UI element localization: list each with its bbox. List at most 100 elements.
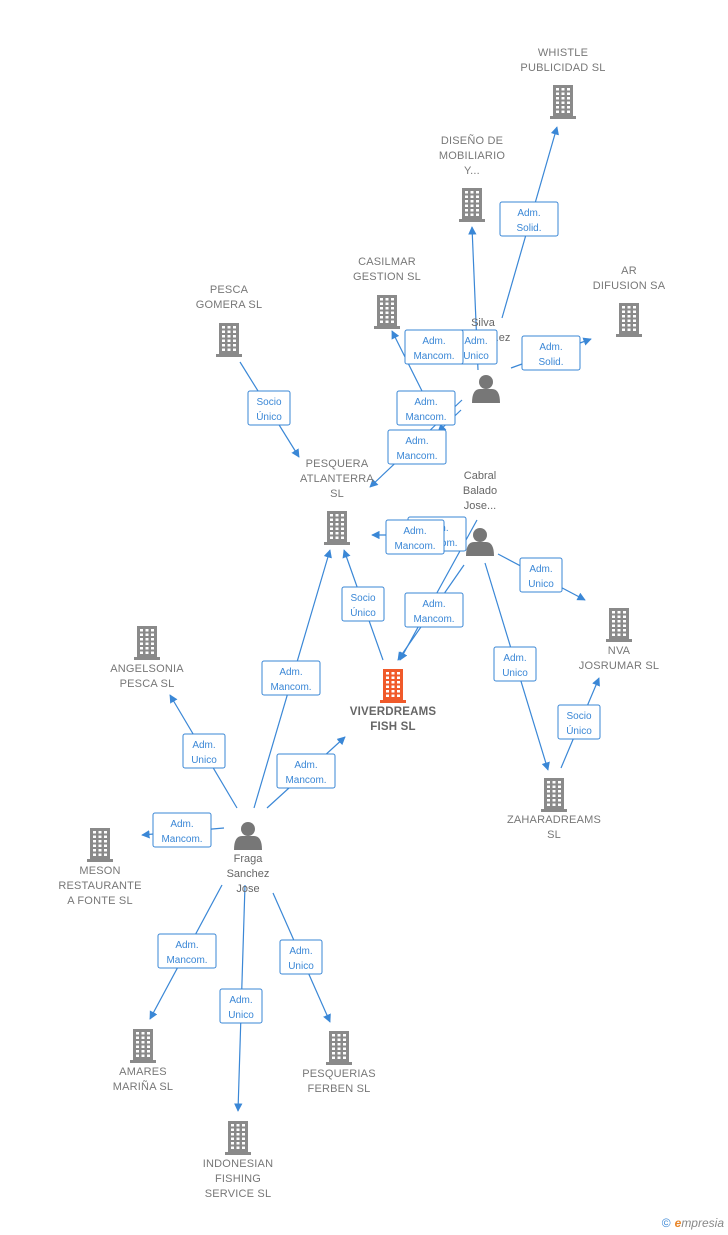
role-label-r-cabral-nva: Adm. Unico — [519, 557, 563, 593]
role-text: Socio — [566, 711, 591, 722]
company-label: ZAHARADREAMS — [507, 814, 601, 826]
role-box — [557, 704, 601, 740]
company-label: FISH SL — [370, 721, 416, 733]
building-icon — [324, 511, 350, 545]
role-text: Adm. — [170, 819, 193, 830]
role-label-r-cabral-zah: Adm.Unico — [493, 646, 537, 682]
building-icon — [616, 303, 642, 337]
person-icon — [466, 528, 494, 556]
role-box — [387, 429, 447, 465]
role-label-r-casilmar: Adm.Mancom. — [404, 329, 464, 365]
role-text: Adm. — [403, 526, 426, 537]
brand-watermark: ©empresia — [662, 1216, 724, 1230]
building-icon — [130, 1029, 156, 1063]
role-text: Adm. — [175, 940, 198, 951]
role-text: Adm. — [464, 336, 487, 347]
role-box — [279, 939, 323, 975]
building-icon — [87, 828, 113, 862]
role-label-r-fraga-ferben: Adm.Unico — [279, 939, 323, 975]
role-text: Adm. — [517, 208, 540, 219]
company-label: GOMERA SL — [196, 299, 263, 311]
role-label-r-fraga-meson: Adm.Mancom. — [152, 812, 212, 848]
company-label: PESCA — [210, 284, 249, 296]
role-text: Mancom. — [394, 541, 435, 552]
role-box — [519, 557, 563, 593]
person-label: Sanchez — [227, 868, 270, 880]
person-label: Balado — [463, 485, 497, 497]
role-box — [247, 390, 291, 426]
company-label: NVA — [608, 645, 631, 657]
role-text: Mancom. — [285, 775, 326, 786]
company-label: MARIÑA SL — [113, 1080, 174, 1093]
role-text: Unico — [502, 668, 528, 679]
building-icon — [134, 626, 160, 660]
role-label-r-fraga-indo: Adm.Unico — [219, 988, 263, 1024]
company-label: PESQUERIAS — [302, 1068, 376, 1080]
role-text: Mancom. — [166, 955, 207, 966]
building-icon — [541, 778, 567, 812]
role-text: Adm. — [539, 342, 562, 353]
role-box — [385, 519, 445, 555]
role-label-r-fraga-amares: Adm. Mancom. — [157, 933, 217, 969]
role-box — [493, 646, 537, 682]
company-label: FERBEN SL — [308, 1083, 371, 1095]
company-label: RESTAURANTE — [58, 880, 141, 892]
company-label: PUBLICIDAD SL — [520, 62, 605, 74]
role-text: Adm. — [405, 436, 428, 447]
brand-initial: e — [674, 1216, 682, 1230]
company-label: JOSRUMAR SL — [579, 660, 659, 672]
role-text: Adm. — [529, 564, 552, 575]
role-text: Mancom. — [405, 412, 446, 423]
company-node-nva-josrumar[interactable]: NVA JOSRUMAR SL — [579, 608, 659, 672]
role-label-r-silva-1: Adm.Mancom. — [396, 390, 456, 426]
role-text: Mancom. — [413, 614, 454, 625]
role-text: Unico — [528, 579, 554, 590]
company-node-diseno[interactable]: DISEÑO DEMOBILIARIOY... — [439, 134, 505, 222]
person-label: Jose — [236, 883, 259, 895]
company-label: GESTION SL — [353, 271, 421, 283]
role-text: Adm. — [422, 336, 445, 347]
person-label: Cabral — [464, 470, 496, 482]
role-box — [182, 733, 226, 769]
copyright-symbol: © — [661, 1216, 671, 1230]
building-icon — [606, 608, 632, 642]
role-text: Solid. — [516, 223, 541, 234]
role-label-r-fraga-angel: Adm.Unico — [182, 733, 226, 769]
role-text: Adm. — [229, 995, 252, 1006]
company-node-pesquerias-ferben[interactable]: PESQUERIAS FERBEN SL — [302, 1031, 376, 1095]
person-label: Fraga — [234, 853, 264, 865]
building-icon — [459, 188, 485, 222]
person-node-cabral[interactable]: CabralBaladoJose... — [463, 470, 497, 556]
role-text: Socio — [350, 593, 375, 604]
role-text: Mancom. — [396, 451, 437, 462]
role-label-r-diseno: Adm.Unico — [454, 329, 498, 365]
role-box — [404, 592, 464, 628]
role-box — [341, 586, 385, 622]
role-label-r-fraga-pesq: Adm.Mancom. — [261, 660, 321, 696]
building-icon — [216, 323, 242, 357]
role-text: Adm. — [294, 760, 317, 771]
company-node-pesca-gomera[interactable]: PESCA GOMERA SL — [196, 284, 263, 357]
role-box — [219, 988, 263, 1024]
role-text: Único — [350, 606, 376, 619]
person-label: Jose... — [464, 500, 496, 512]
role-label-r-silva-2: Adm. Mancom. — [387, 429, 447, 465]
role-text: Mancom. — [270, 682, 311, 693]
person-icon — [234, 822, 262, 850]
role-label-r-ar: Adm.Solid. — [521, 335, 581, 371]
company-label: Y... — [464, 165, 480, 177]
role-box — [404, 329, 464, 365]
role-box — [396, 390, 456, 426]
